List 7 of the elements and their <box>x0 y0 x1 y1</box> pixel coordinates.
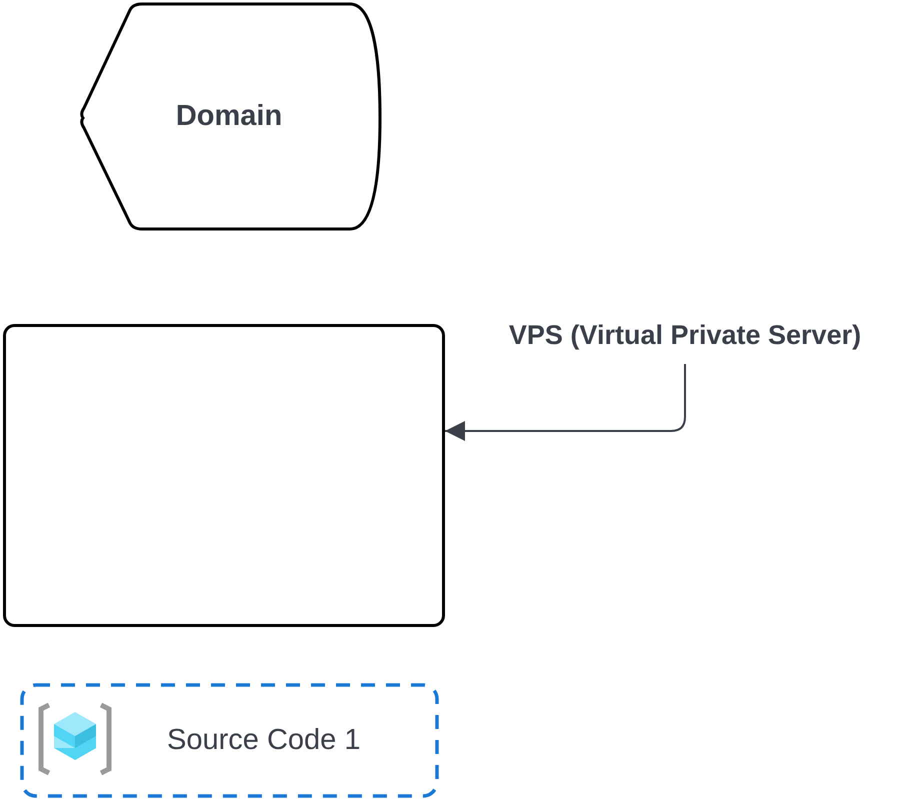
heading-text: VPS (Virtual Private Server) <box>508 320 862 350</box>
node-label: Source Code 1 <box>167 724 360 757</box>
node-label: Domain <box>176 100 282 133</box>
server-box <box>3 324 445 627</box>
source-card <box>20 683 439 798</box>
arrow <box>445 364 686 441</box>
display-shape <box>80 2 382 231</box>
